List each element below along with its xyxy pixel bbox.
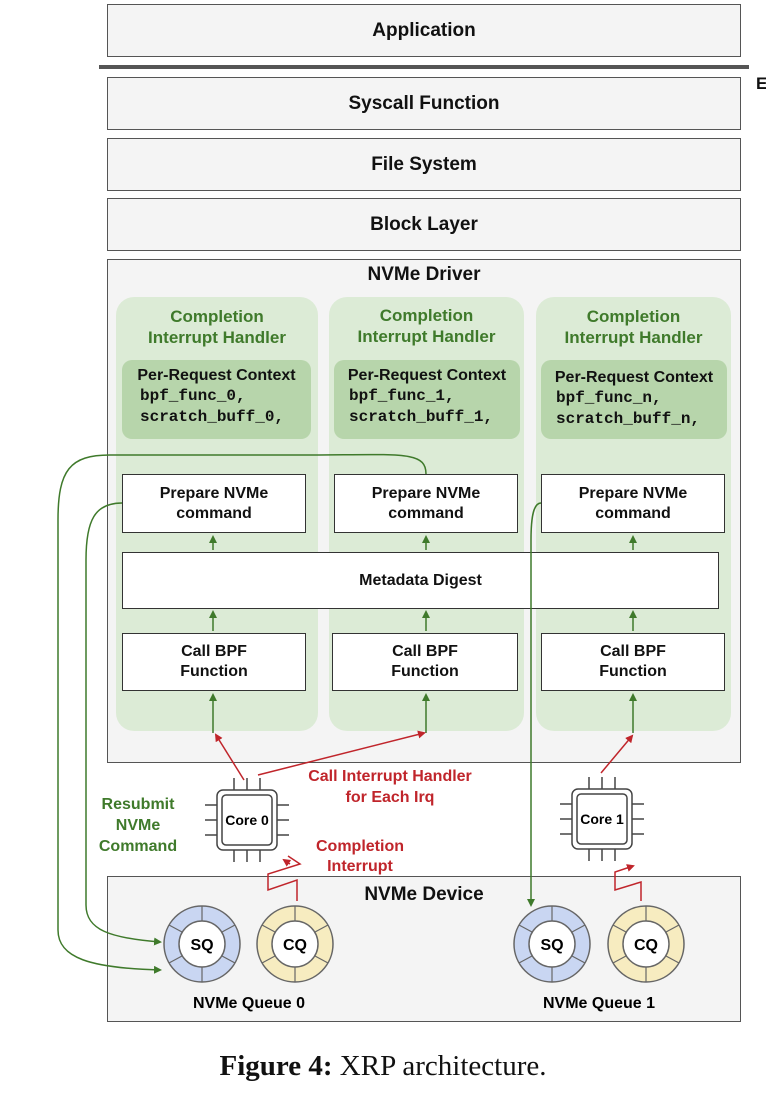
- figure-caption: Figure 4: XRP architecture.: [0, 1050, 766, 1083]
- context-text-2: Per-Request Context bpf_func_n, scratch_…: [554, 369, 714, 428]
- queue-0-name: NVMe Queue 0: [193, 995, 305, 1012]
- digest-to-prepare-arrows: [209, 535, 637, 550]
- context-text-1: Per-Request Context bpf_func_1, scratch_…: [347, 367, 507, 426]
- handler-entry-arrows: [209, 693, 637, 733]
- caption-prefix: Figure 4:: [219, 1050, 333, 1082]
- context-text-0: Per-Request Context bpf_func_0, scratch_…: [137, 367, 296, 426]
- queue-1-name: NVMe Queue 1: [543, 995, 655, 1012]
- per-request-context-1: [334, 360, 520, 439]
- queue-1-sq-ring: [513, 905, 591, 983]
- cut-off-label: E: [756, 74, 766, 93]
- block-layer: Block Layer: [107, 198, 741, 251]
- nvme-device-title: NVMe Device: [364, 884, 484, 905]
- core-1-chip: [560, 777, 644, 861]
- core-0-label: Core 0: [225, 812, 269, 828]
- queue-0-sq-label: SQ: [190, 937, 213, 954]
- queue-1-cq-ring: [607, 905, 685, 983]
- metadata-digest: Metadata Digest: [122, 552, 719, 609]
- kernel-boundary-line: [99, 65, 749, 69]
- completion-interrupt-arrows: [267, 855, 642, 901]
- core-0-chip: [205, 778, 289, 862]
- queue-0-cq-label: CQ: [283, 937, 307, 954]
- file-system-layer: File System: [107, 138, 741, 191]
- per-request-context-2: [541, 360, 727, 439]
- resubmit-arrows: [57, 453, 542, 974]
- queue-1-sq-label: SQ: [540, 937, 563, 954]
- queue-0-cq-ring: [256, 905, 334, 983]
- caption-text: XRP architecture.: [332, 1050, 547, 1082]
- queue-1-cq-label: CQ: [634, 937, 658, 954]
- nvme-driver-title: NVMe Driver: [367, 264, 481, 285]
- bpf-to-digest-arrows: [209, 610, 637, 631]
- core-1-label: Core 1: [580, 811, 624, 827]
- call-interrupt-arrows: [214, 730, 634, 781]
- application-layer: Application: [107, 4, 741, 57]
- queue-0-sq-ring: [163, 905, 241, 983]
- syscall-layer: Syscall Function: [107, 77, 741, 130]
- per-request-context-0: [122, 360, 311, 439]
